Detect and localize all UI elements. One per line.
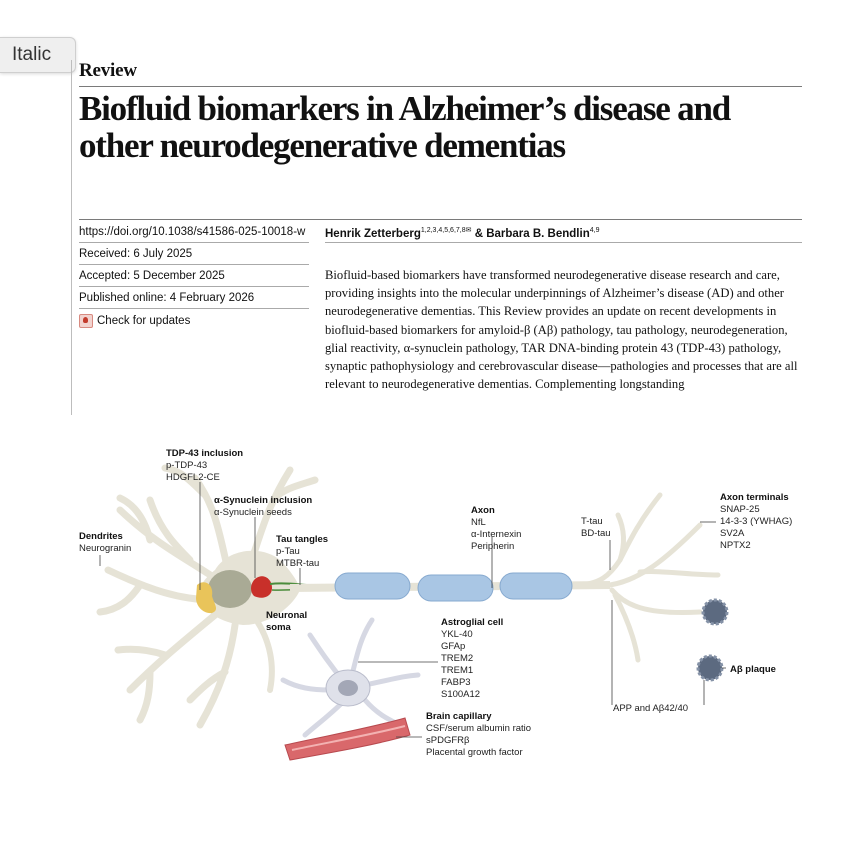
label-capillary-item: sPDGFRβ [426, 735, 470, 746]
label-app: APP and Aβ42/40 [613, 703, 688, 714]
label-tdp43-item: HDGFL2-CE [166, 472, 220, 483]
label-tau-title: Tau tangles [276, 534, 328, 545]
page-edge-line [71, 60, 72, 415]
label-terminals-item: SNAP-25 [720, 504, 760, 515]
label-ttau-item: T-tau [581, 516, 603, 527]
plaque-icon-1 [701, 598, 729, 626]
accepted-date: Accepted: 5 December 2025 [79, 270, 225, 282]
label-astro-item: TREM2 [441, 653, 473, 664]
dendrite-branches [96, 464, 319, 729]
label-astro-item: GFAp [441, 641, 465, 652]
label-terminals-item: NPTX2 [720, 540, 751, 551]
label-capillary-item: Placental growth factor [426, 747, 523, 758]
tdp43-inclusion-shape [196, 582, 217, 614]
plaque-icon-2 [696, 654, 724, 682]
myelin-sheath-1 [334, 572, 411, 600]
doi-link[interactable]: https://doi.org/10.1038/s41586-025-10018… [79, 226, 306, 238]
italic-tooltip: Italic [0, 37, 76, 73]
abstract-text: Biofluid-based biomarkers have transform… [325, 268, 798, 392]
author-2-affiliations: 4,9 [589, 227, 600, 234]
label-terminals-title: Axon terminals [720, 492, 789, 503]
article-title: Biofluid biomarkers in Alzheimer’s disea… [79, 89, 731, 165]
meta-rule-1 [79, 242, 309, 243]
astroglial-cell-body [325, 669, 371, 707]
check-updates-label: Check for updates [97, 315, 191, 327]
label-soma-line1: Neuronal [266, 610, 307, 621]
label-astro-item: TREM1 [441, 665, 473, 676]
published-date: Published online: 4 February 2026 [79, 292, 255, 304]
received-date: Received: 6 July 2025 [79, 248, 193, 260]
author-joiner: & [471, 227, 487, 240]
meta-top-rule [79, 219, 802, 220]
astroglial-cell-processes [280, 617, 421, 738]
label-terminals-item: 14-3-3 (YWHAG) [720, 516, 792, 527]
brain-capillary-shape [284, 717, 411, 761]
label-ttau-item: BD-tau [581, 528, 611, 539]
label-terminals-item: SV2A [720, 528, 745, 539]
axon-terminal-branches [572, 492, 721, 663]
label-dendrites-title: Dendrites [79, 531, 123, 542]
author-1[interactable]: Henrik Zetterberg [325, 227, 421, 240]
tooltip-label: Italic [12, 44, 52, 65]
myelin-sheath-2 [417, 574, 494, 602]
check-updates-icon [79, 314, 93, 328]
neuronal-soma-body [199, 550, 300, 625]
label-axon-item: Peripherin [471, 541, 514, 552]
label-astro-title: Astroglial cell [441, 617, 503, 628]
check-updates-button[interactable]: Check for updates [79, 314, 190, 328]
author-1-affiliations: 1,2,3,4,5,6,7,8 [420, 227, 466, 234]
author-list: Henrik Zetterberg1,2,3,4,5,6,7,8✉ & Barb… [325, 226, 599, 240]
label-axon-item: NfL [471, 517, 486, 528]
label-axon-title: Axon [471, 505, 495, 516]
label-soma-line2: soma [266, 622, 292, 633]
label-plaque-title: Aβ plaque [730, 664, 776, 675]
nucleus [208, 570, 252, 608]
article-type: Review [79, 60, 137, 81]
myelin-sheath-3 [499, 572, 573, 600]
label-tdp43-item: p-TDP-43 [166, 460, 207, 471]
label-tau-item: p-Tau [276, 546, 300, 557]
label-capillary-item: CSF/serum albumin ratio [426, 723, 531, 734]
leader-lines [99, 482, 726, 738]
label-axon-item: α-Internexin [471, 529, 521, 540]
label-synuclein-title: α-Synuclein inclusion [214, 495, 312, 506]
header-rule [79, 86, 802, 87]
astroglial-nucleus [338, 680, 358, 696]
label-synuclein-item: α-Synuclein seeds [214, 507, 292, 518]
label-astro-item: FABP3 [441, 677, 471, 688]
label-dendrites-item: Neurogranin [79, 543, 131, 554]
label-astro-item: S100A12 [441, 689, 480, 700]
synuclein-inclusion-shape [251, 576, 272, 598]
authors-rule [325, 242, 802, 243]
label-astro-item: YKL-40 [441, 629, 473, 640]
axon-core [289, 581, 611, 592]
meta-rule-2 [79, 264, 309, 265]
meta-rule-4 [79, 308, 309, 309]
label-tau-item: MTBR-tau [276, 558, 319, 569]
label-capillary-title: Brain capillary [426, 711, 492, 722]
meta-rule-3 [79, 286, 309, 287]
tau-tangle-shape [269, 582, 326, 588]
corresponding-mail-icon[interactable]: ✉ [465, 227, 472, 234]
label-tdp43-title: TDP-43 inclusion [166, 448, 243, 459]
author-2[interactable]: Barbara B. Bendlin [486, 227, 590, 240]
